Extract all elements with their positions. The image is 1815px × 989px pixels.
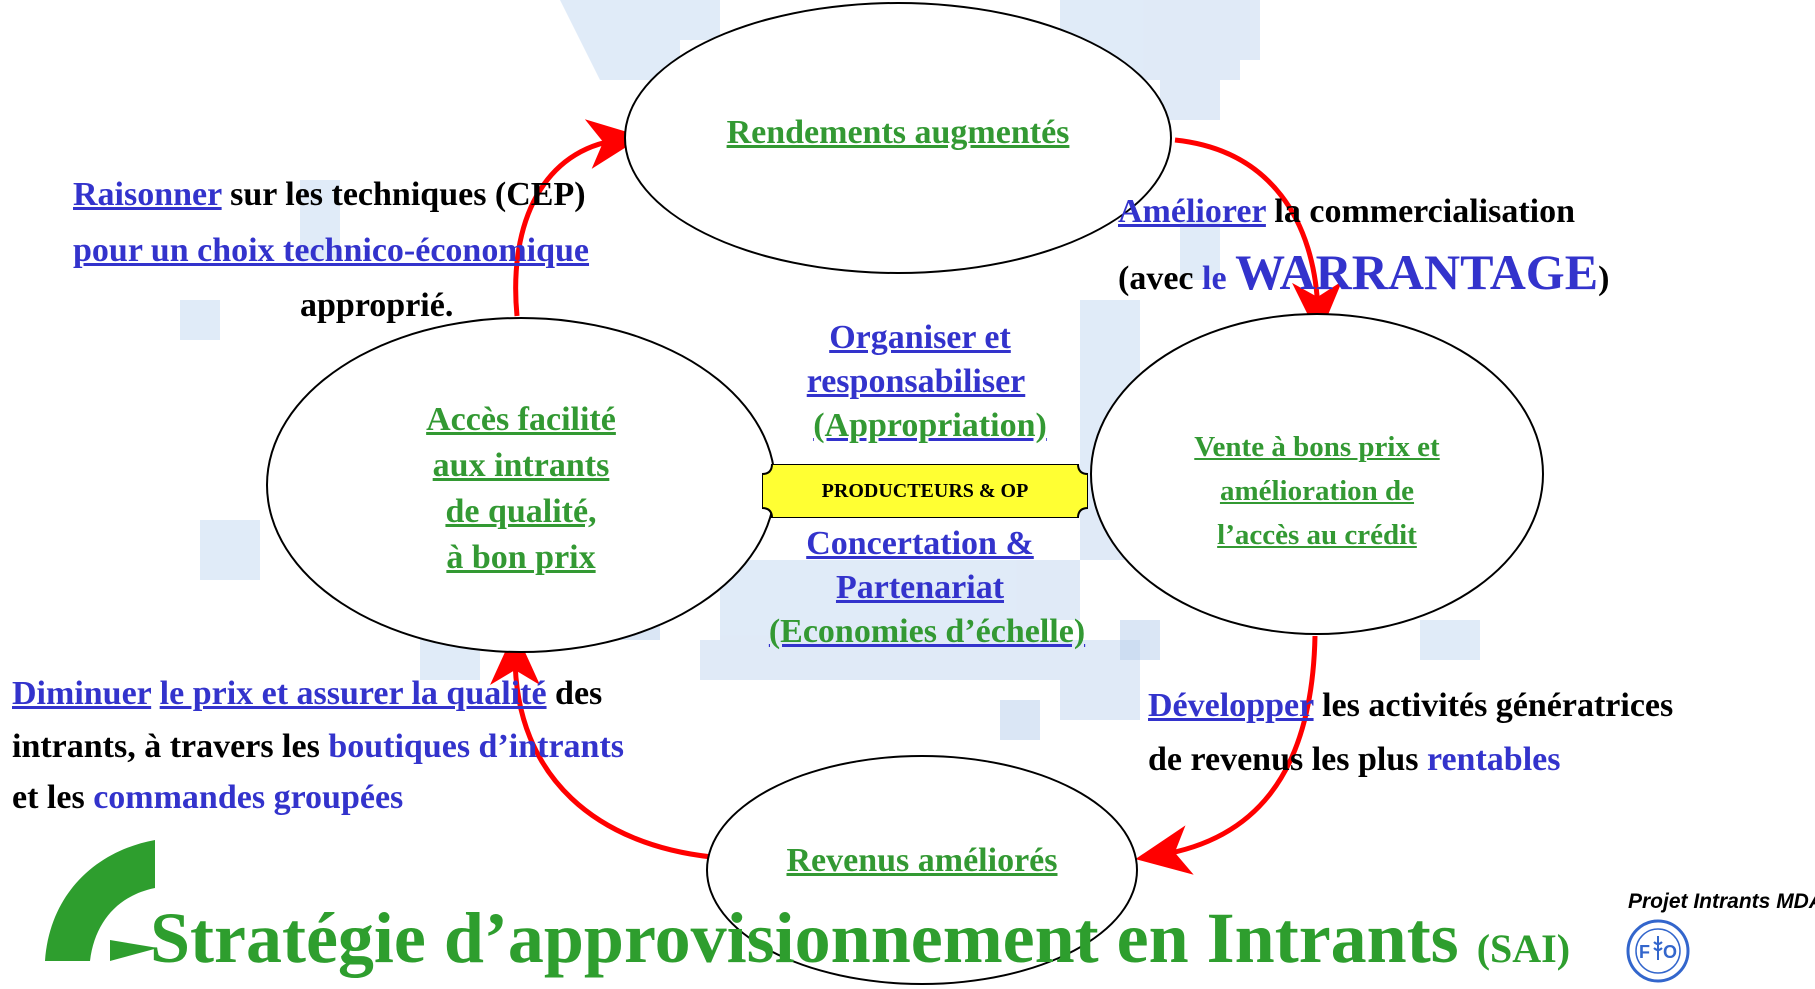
node-vente-label: Vente à bons prix et amélioration de l’a… (1194, 431, 1440, 551)
banner-swoosh (45, 840, 158, 961)
projet-label: Projet Intrants MDA (1628, 890, 1815, 913)
raisonner-link: Raisonner (73, 176, 222, 213)
node-revenus (706, 755, 1138, 985)
text-diminuer-line3: et les commandes groupées (12, 779, 404, 816)
node-rendements (624, 2, 1172, 274)
text-ameliorer-line1: Améliorer la commercialisation (1118, 193, 1575, 230)
node-rendements-label: Rendements augmentés (726, 114, 1070, 151)
developper-link: Développer (1148, 687, 1314, 724)
organiser-label: Organiser et responsabiliser (Appropriat… (806, 319, 1047, 444)
ameliorer-link: Améliorer (1118, 193, 1266, 230)
node-vente (1090, 313, 1544, 635)
node-revenus-label: Revenus améliorés (786, 842, 1058, 879)
producteurs-box-label: PRODUCTEURS & OP (821, 480, 1029, 502)
node-acces-label: Accès facilité aux intrants de qualité, … (426, 401, 616, 576)
fao-logo-letter-o: O (1663, 942, 1677, 962)
text-developper-line1: Développer les activités génératrices (1148, 687, 1674, 724)
concertation-label: Concertation & Partenariat (Economies d’… (768, 525, 1086, 650)
fao-logo-letter-f: F (1639, 942, 1650, 962)
text-ameliorer-line2: (avec le WARRANTAGE) (1118, 244, 1610, 300)
node-acces (266, 317, 776, 653)
fao-logo: F O (1626, 919, 1690, 983)
text-raisonner-line3: approprié. (300, 287, 454, 324)
text-developper-line2: de revenus les plus rentables (1148, 741, 1561, 778)
text-raisonner-line2: pour un choix technico-économique (73, 232, 590, 269)
text-raisonner-line1: Raisonner sur les techniques (CEP) (73, 176, 586, 213)
producteurs-box-shape (762, 464, 1088, 518)
diminuer-link: Diminuer (12, 675, 152, 712)
text-diminuer-line2: intrants, à travers les boutiques d’intr… (12, 728, 625, 765)
banner-title: Stratégie d’approvisionnement en Intrant… (150, 898, 1571, 978)
text-diminuer-line1: Diminuer le prix et assurer la qualité d… (12, 675, 603, 712)
